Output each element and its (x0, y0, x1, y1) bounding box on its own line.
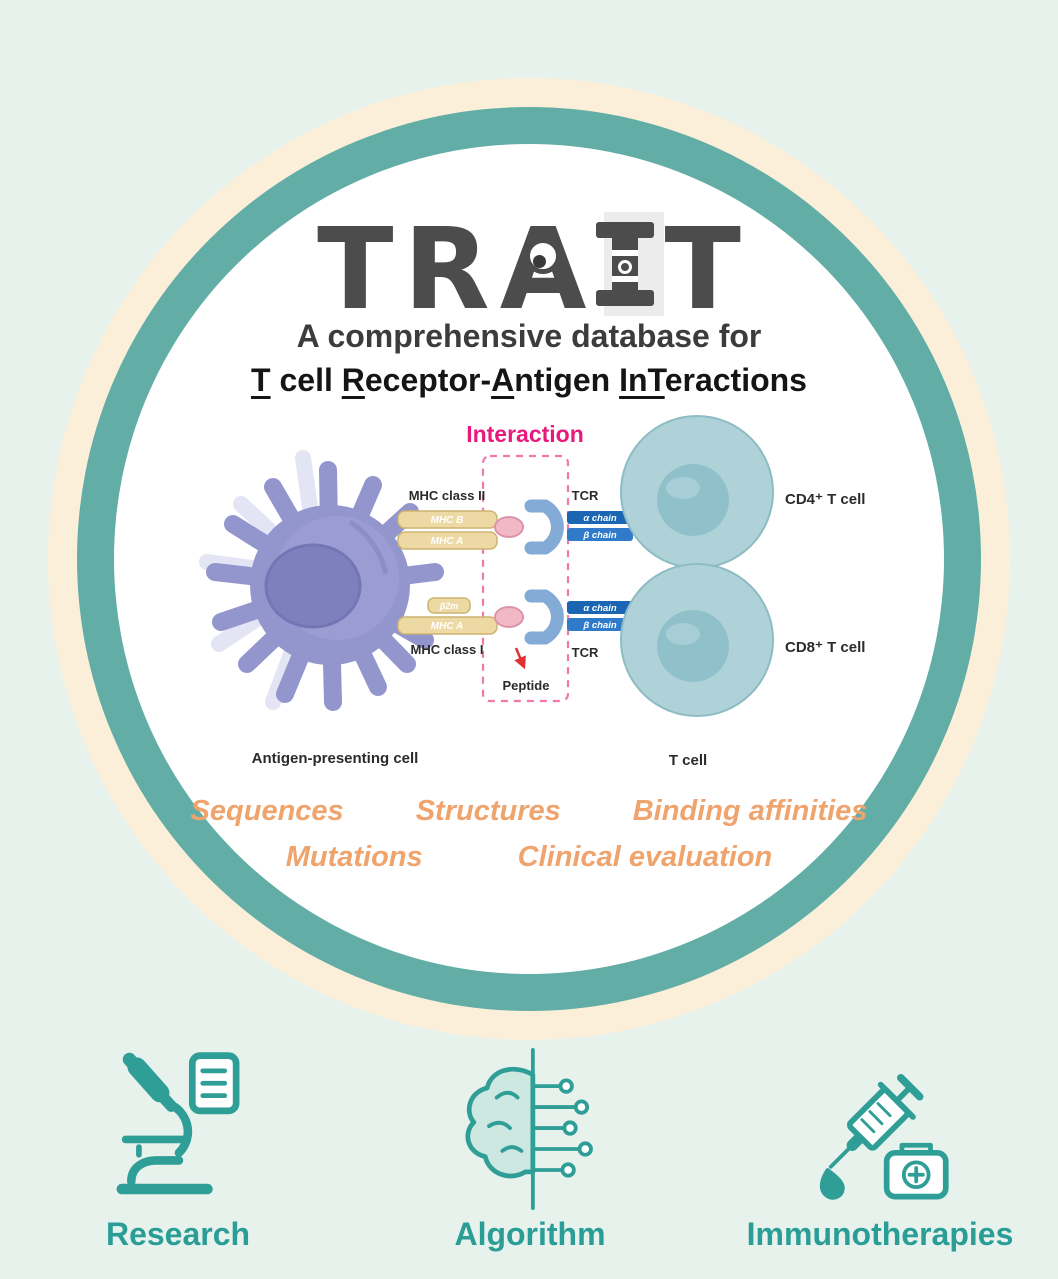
peptide-top (494, 516, 524, 538)
mhc-class-i-label: MHC class I (411, 642, 484, 657)
alpha-chain-text-top: α chain (583, 513, 617, 524)
b2m-bar (427, 597, 471, 614)
tcr-label-top: TCR (572, 488, 599, 503)
logo-letter-t2: T (664, 205, 741, 335)
interaction-box (481, 454, 570, 703)
peptide-bottom (494, 606, 524, 628)
drop-icon (819, 1168, 845, 1200)
subtitle-line1: A comprehensive database for (296, 318, 762, 354)
keyword-clinical-evaluation: Clinical evaluation (517, 841, 773, 873)
alpha-chain-text-bottom: α chain (583, 603, 617, 614)
beta-chain-text-bottom: β chain (582, 620, 617, 631)
antigen-presenting-cell (206, 461, 444, 711)
brain-circuit-icon (465, 1048, 593, 1210)
peptide-label: Peptide (503, 678, 550, 693)
logo-i-bottom-bar (596, 290, 655, 306)
tcr-top: TCR α chain β chain (524, 488, 633, 555)
immunotherapies-label: Immunotherapies (746, 1216, 1014, 1252)
tcr-bottom: α chain β chain TCR (524, 589, 633, 660)
algorithm-label: Algorithm (454, 1216, 606, 1252)
logo-i-rung (612, 276, 639, 282)
cd8-label: CD8⁺ T cell (785, 639, 865, 656)
cd4-label: CD4⁺ T cell (785, 491, 865, 508)
logo-letter-t1: T (317, 205, 394, 335)
eye-icon (525, 238, 562, 274)
tcr-label-bottom: TCR (572, 645, 599, 660)
footer-research: Research (18, 1048, 338, 1253)
subtitle-line2: T cell Receptor-Antigen InTeractions (251, 362, 807, 398)
t-cell-label: T cell (669, 752, 707, 769)
peptide-arrow (514, 647, 526, 670)
keywords-row-2: Mutations Clinical evaluation (114, 841, 944, 874)
apc-nucleus (264, 543, 362, 629)
keyword-mutations: Mutations (285, 841, 423, 873)
tcr-claw-bottom (524, 589, 564, 645)
mhc-a-text-bottom: MHC A (431, 621, 463, 632)
logo-letter-a: A (500, 214, 587, 326)
mhc-class-ii-complex: MHC class II MHC B MHC A (397, 488, 524, 550)
mhc-a-bar-bottom (397, 616, 498, 635)
tcr-claw-top (524, 499, 564, 555)
logo-i-rung (612, 250, 639, 256)
keyword-structures: Structures (415, 795, 561, 827)
logo-letter-r: R (403, 205, 490, 335)
mhc-a-text-top: MHC A (431, 536, 463, 547)
keywords-row-1: Sequences Structures Binding affinities (114, 795, 944, 828)
alpha-chain-bar-bottom (567, 601, 633, 614)
inner-white-circle (114, 144, 944, 974)
footer-algorithm: Algorithm (370, 1048, 690, 1253)
logo-letter-i (596, 212, 665, 316)
footer-immunotherapies: Immunotherapies (720, 1048, 1040, 1253)
alpha-chain-bar-top (567, 511, 633, 524)
cd8-t-cell: CD8⁺ T cell (620, 563, 865, 717)
mhc-a-bar-top (397, 531, 498, 550)
mhc-class-i-complex: β2m MHC A MHC class I (397, 597, 524, 657)
beta-chain-text-top: β chain (582, 530, 617, 541)
keyword-binding-affinities: Binding affinities (632, 795, 868, 827)
eye-pupil (533, 255, 547, 268)
apc-label: Antigen-presenting cell (252, 750, 419, 767)
keyword-sequences: Sequences (190, 795, 344, 827)
microscope-icon (116, 1052, 240, 1195)
beta-chain-bar-top (567, 528, 633, 541)
mhc-b-text: MHC B (431, 515, 464, 526)
cd4-t-cell: CD4⁺ T cell (620, 415, 865, 569)
tcr-antigen-diagram: Interaction MHC class II MHC B MHC A TCR… (199, 415, 865, 769)
beta-chain-bar-bottom (567, 618, 633, 631)
mhc-b-bar (397, 510, 498, 529)
trait-logo: T R A T (0, 205, 1058, 335)
syringe-medkit-icon (819, 1074, 949, 1200)
research-label: Research (105, 1216, 251, 1252)
mhc-class-ii-label: MHC class II (409, 488, 486, 503)
b2m-text: β2m (439, 601, 459, 611)
logo-i-ring (618, 260, 633, 274)
interaction-label: Interaction (466, 421, 584, 447)
